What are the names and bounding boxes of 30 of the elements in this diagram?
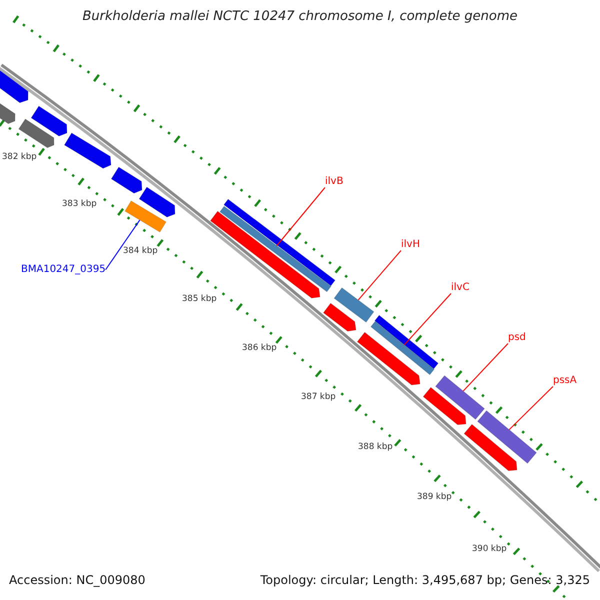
gene-label: ilvH: [401, 239, 420, 250]
gene-label: pssA: [553, 375, 577, 386]
gene-bar: [435, 375, 485, 420]
leader-line: [105, 220, 140, 270]
leader-line: [462, 343, 508, 392]
gene-label: BMA10247_0395: [21, 264, 106, 276]
title: Burkholderia mallei NCTC 10247 chromosome I, complete genome: [81, 10, 519, 25]
gene-label: ilvC: [451, 282, 470, 294]
scale-label: 386 kbp: [242, 344, 277, 354]
genome-stats-text: Topology: circular; Length: 3,495,687 bp; Genes: 3,325: [260, 574, 590, 588]
scale-label: 383 kbp: [62, 200, 97, 210]
accession-text: Accession: NC_009080: [9, 574, 146, 588]
scale-label: 389 kbp: [417, 493, 452, 503]
scale-label: 390 kbp: [472, 545, 507, 555]
leader-line: [276, 187, 326, 246]
scale-label: 387 kbp: [301, 393, 336, 403]
scale-label: 382 kbp: [2, 153, 37, 163]
gene-bar: [124, 200, 167, 233]
scale-label: 384 kbp: [123, 247, 158, 257]
leader-line: [508, 386, 554, 430]
gene-bar: [334, 287, 374, 323]
gene-bar: [370, 320, 435, 376]
leader-line: [358, 250, 402, 301]
leader-line: [404, 293, 452, 346]
scale-label: 388 kbp: [358, 443, 393, 453]
gene-bar: [477, 410, 537, 464]
scale-label: 385 kbp: [182, 295, 217, 305]
gene-label: ilvB: [325, 176, 344, 188]
gene-bar: [219, 206, 332, 292]
gene-label: psd: [508, 332, 526, 344]
